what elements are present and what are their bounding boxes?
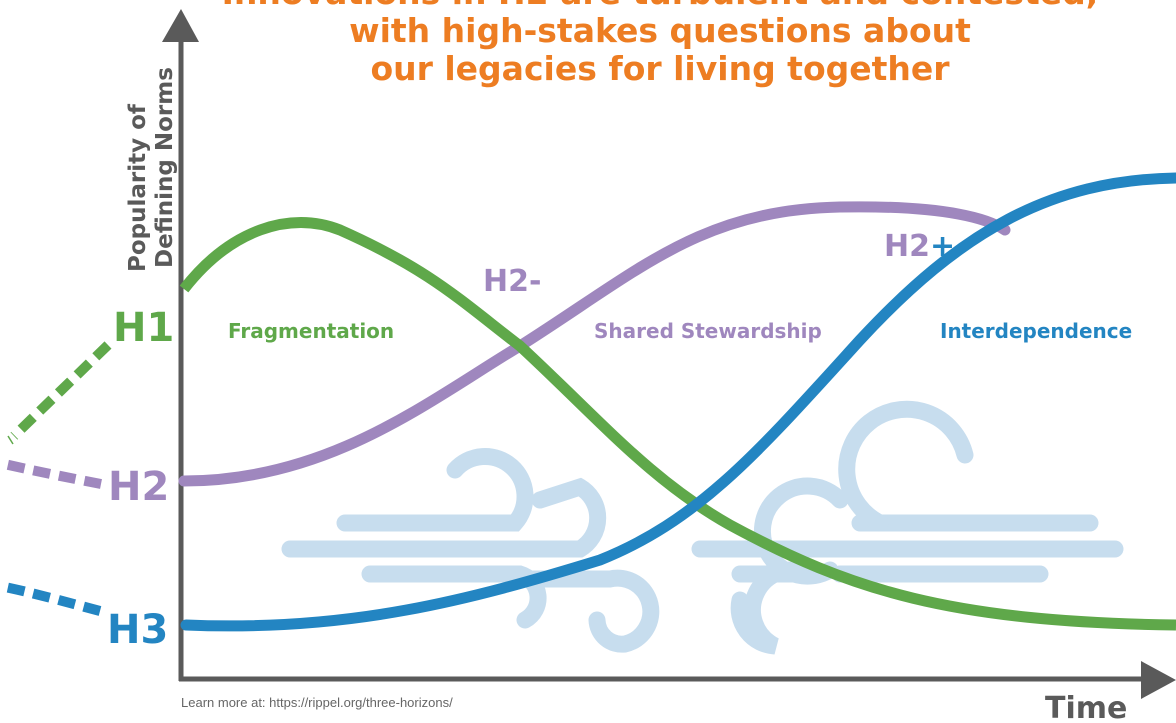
h2-plus-label: H2+ (884, 229, 955, 264)
h2-plus-sign: + (930, 229, 955, 264)
h1-dashed-line (10, 341, 112, 440)
h1-curve (179, 217, 1176, 631)
h3-label: H3 (107, 607, 168, 653)
shared-stewardship-label: Shared Stewardship (594, 319, 822, 343)
y-axis-label-line1: Popularity of (125, 103, 151, 272)
h2-dashed-line (0, 458, 102, 489)
h2-plus-text: H2 (884, 229, 930, 264)
axes (162, 9, 1176, 699)
title-line-2: with high-stakes questions about (349, 11, 971, 50)
h3-dashed-line (0, 581, 102, 616)
fragmentation-label: Fragmentation (228, 319, 394, 343)
h2-label: H2 (108, 464, 169, 510)
h1-dashed-tip (7, 435, 14, 445)
x-axis-label: Time (1045, 691, 1127, 723)
y-axis-label-line2: Defining Norms (152, 67, 178, 268)
h1-label: H1 (113, 305, 174, 351)
h2-curve (178, 201, 1011, 487)
interdependence-label: Interdependence (940, 319, 1132, 343)
h2-minus-label: H2- (483, 264, 541, 299)
title-line-1: Innovations in H2 are turbulent and cont… (210, 0, 1110, 12)
footer-link[interactable]: Learn more at: https://rippel.org/three-… (181, 695, 453, 710)
diagram-title: Innovations in H2 are turbulent and cont… (210, 0, 1110, 88)
h3-curve (180, 172, 1176, 632)
y-axis-arrowhead (162, 9, 199, 42)
horizon-lead-ins (0, 341, 112, 616)
x-axis-arrowhead (1141, 661, 1176, 699)
y-axis-label: Popularity of Defining Norms (125, 67, 178, 272)
title-line-3: our legacies for living together (370, 49, 950, 88)
